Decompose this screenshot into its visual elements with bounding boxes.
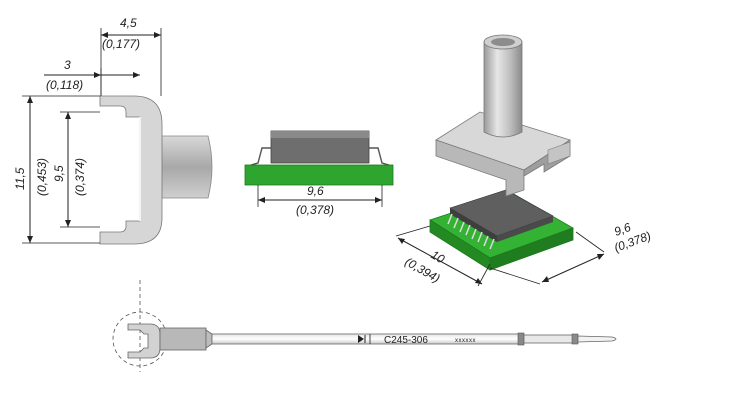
- tip-collar: [159, 327, 207, 351]
- tip-sleeve: [523, 334, 575, 344]
- dim-iso-length-mm: 10: [429, 247, 448, 266]
- ext-line: [575, 231, 605, 253]
- chip-front-view: 9,6 (0,378): [244, 130, 394, 217]
- tip-ring: [571, 333, 579, 345]
- arrow: [101, 32, 161, 38]
- dim-inner-mm: 3: [64, 58, 71, 72]
- chip-top-face: [271, 131, 369, 138]
- dim-outer-height-inch: (0,453): [35, 158, 49, 196]
- dim-outer-height-mm: 11,5: [13, 167, 27, 190]
- ext-line: [489, 267, 541, 285]
- iso-chip-leads: [447, 213, 495, 250]
- isometric-view: 10 (0,394) 9,6 (0,378): [395, 34, 653, 287]
- iso-bracket-foot: [547, 141, 571, 165]
- dim-top-inch: (0,177): [102, 37, 140, 51]
- side-bracket: [99, 95, 163, 245]
- dim-line-iso-width: [541, 253, 605, 283]
- chip-left-leads: [250, 147, 271, 166]
- iso-cylinder-bore: [491, 38, 515, 46]
- dim-iso-width-mm: 9,6: [612, 220, 633, 239]
- soldering-tip-view: C245-306 xxxxxx: [112, 280, 617, 372]
- iso-cylinder: [483, 41, 523, 138]
- tip-ring: [517, 332, 525, 346]
- side-profile-view: 4,5 (0,177) 3 (0,118) 11,5 (0,453) 9,5 (…: [13, 16, 213, 245]
- iso-pcb-right-side: [489, 227, 574, 271]
- tip-bracket: [127, 323, 161, 359]
- tip-point: [577, 335, 617, 343]
- iso-chip-front: [450, 208, 497, 242]
- dim-inner-height-inch: (0,374): [73, 158, 87, 196]
- tip-model-label: C245-306: [384, 335, 428, 346]
- iso-chip-side: [497, 216, 553, 242]
- dim-top-mm: 4,5: [120, 16, 137, 30]
- dim-line-iso-length: [397, 237, 483, 285]
- dim-inner-inch: (0,118): [46, 78, 83, 92]
- dim-chip-width-mm: 9,6: [307, 184, 324, 198]
- chip-right-leads: [369, 147, 390, 166]
- dim-chip-width-inch: (0,378): [296, 203, 334, 217]
- dim-inner-height-mm: 9,5: [52, 165, 66, 182]
- side-shank: [159, 135, 213, 199]
- ext-line: [395, 225, 431, 237]
- tip-marking: xxxxxx: [455, 338, 476, 344]
- tip-taper: [205, 329, 213, 349]
- direction-arrow: [358, 335, 364, 343]
- pcb-board: [244, 164, 394, 186]
